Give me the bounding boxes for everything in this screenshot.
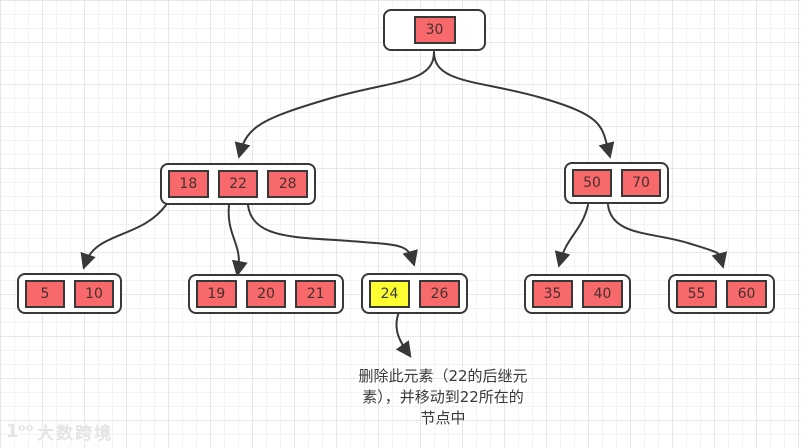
- edge-internal-left-to-leaf-3: [247, 204, 418, 267]
- key-28-label: 28: [278, 176, 297, 192]
- key-5: 5: [25, 279, 65, 308]
- key-60-label: 60: [737, 286, 756, 302]
- key-21-label: 21: [306, 286, 325, 302]
- key-50: 50: [572, 169, 612, 197]
- key-19-label: 19: [207, 286, 226, 302]
- key-26: 26: [419, 279, 460, 308]
- key-20-label: 20: [257, 286, 275, 302]
- deletion-annotation: 删除此元素（22的后继元 素），并移动到22所在的 节点中: [330, 366, 556, 429]
- key-22-label: 22: [229, 176, 247, 192]
- btree-node-leaf-1: 5 10: [17, 273, 122, 314]
- key-21: 21: [295, 280, 337, 308]
- key-30-label: 30: [425, 22, 444, 38]
- btree-node-leaf-5: 55 60: [668, 274, 775, 314]
- watermark: 1ᵒᵒ 大数跨境: [6, 419, 113, 444]
- key-24-label: 24: [380, 285, 399, 302]
- btree-node-root: 30: [383, 9, 486, 51]
- edge-key-24-to-annotation: [395, 311, 412, 358]
- edge-internal-left-to-leaf-2: [227, 204, 248, 277]
- edge-root-to-internal-left: [234, 51, 435, 159]
- key-40: 40: [582, 280, 623, 308]
- key-55-label: 55: [687, 286, 706, 302]
- edge-root-to-internal-right: [433, 51, 615, 159]
- key-30: 30: [413, 16, 456, 44]
- edge-internal-left-to-leaf-1: [80, 204, 167, 270]
- annotation-line-3: 节点中: [420, 409, 466, 427]
- key-60: 60: [726, 280, 767, 308]
- key-35: 35: [532, 280, 573, 308]
- btree-node-internal-right: 50 70: [564, 162, 669, 204]
- key-19: 19: [196, 280, 237, 308]
- key-20: 20: [245, 280, 287, 308]
- watermark-logo-icon: 1ᵒᵒ: [6, 421, 34, 442]
- edge-internal-right-to-leaf-4: [554, 204, 589, 268]
- key-70: 70: [621, 169, 661, 197]
- btree-node-leaf-3: 24 26: [361, 273, 468, 314]
- key-22: 22: [217, 170, 259, 198]
- key-50-label: 50: [583, 175, 601, 191]
- key-24-highlighted: 24: [369, 279, 410, 308]
- key-18-label: 18: [179, 176, 198, 192]
- key-5-label: 5: [40, 285, 50, 302]
- key-18: 18: [168, 170, 209, 198]
- key-26-label: 26: [430, 285, 449, 302]
- annotation-line-1: 删除此元素（22的后继元: [358, 367, 528, 385]
- key-28: 28: [267, 170, 309, 198]
- key-40-label: 40: [593, 286, 612, 302]
- key-10-label: 10: [85, 285, 103, 302]
- btree-node-internal-left: 18 22 28: [160, 163, 316, 205]
- watermark-label: 大数跨境: [37, 424, 114, 444]
- key-10: 10: [74, 279, 114, 308]
- annotation-line-2: 素），并移动到22所在的: [362, 388, 524, 406]
- key-55: 55: [676, 280, 717, 308]
- key-35-label: 35: [543, 286, 562, 302]
- btree-node-leaf-2: 19 20 21: [188, 274, 344, 314]
- btree-node-leaf-4: 35 40: [524, 274, 631, 314]
- edge-internal-right-to-leaf-5: [607, 204, 728, 269]
- key-70-label: 70: [632, 175, 650, 191]
